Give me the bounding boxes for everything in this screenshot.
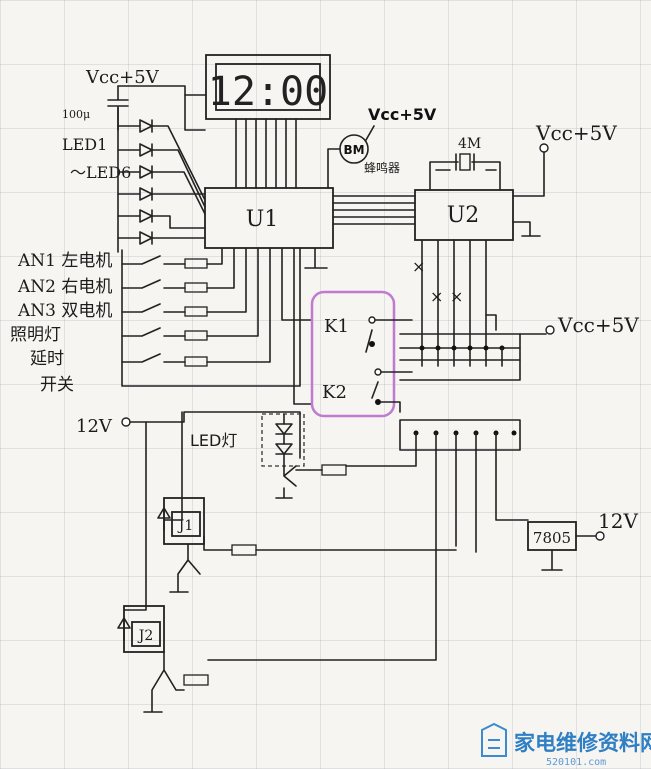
led-lamp-diodes: [275, 413, 293, 467]
relay-j1-coil: [171, 511, 201, 537]
output-connector: [399, 314, 521, 381]
relay-j1-diode: [157, 507, 171, 531]
12v-rail: [129, 411, 301, 459]
clock-display-text: 12:00: [208, 69, 328, 115]
u2-outputs: [421, 239, 487, 367]
watermark: 家电维修资料网 520101.com: [481, 722, 651, 768]
u2-vcc-wire: [512, 151, 545, 197]
buzzer-vcc-wire: [365, 125, 375, 141]
led-5: [117, 209, 206, 229]
relay-j2-coil: [131, 621, 161, 647]
capacitor-symbol: [107, 85, 129, 131]
left-12v-terminal: [121, 417, 131, 427]
switch-delay-label: 延时: [30, 349, 64, 369]
relay-j1-driver: [169, 535, 233, 593]
watermark-logo-icon: [481, 722, 507, 757]
led-lamp-frame: [261, 413, 305, 467]
right-12v-label: 12V: [598, 509, 638, 533]
lower-connector: [207, 419, 529, 661]
led-lamp-transistor: [275, 465, 297, 499]
12v-branch: [123, 411, 183, 611]
switch-an2: [121, 247, 235, 293]
led-lamp-resistor: [321, 464, 347, 476]
switch-an1: [121, 247, 223, 269]
cut-mark-1: ×: [412, 257, 425, 276]
led-6: [117, 231, 206, 245]
switch-light-label: 照明灯: [10, 325, 61, 345]
regulator-label: 7805: [533, 529, 571, 547]
led-4: [117, 187, 206, 201]
relay-j1-resistor: [231, 544, 257, 556]
relay-j2-driver: [143, 651, 185, 713]
switch-an2-label: AN2 右电机: [17, 277, 112, 297]
relay-j2-resistor: [183, 674, 209, 686]
buzzer-vcc-label: Vcc+5V: [368, 105, 437, 124]
switch-array: [121, 247, 271, 367]
capacitor-value: 100μ: [62, 108, 90, 121]
cut-mark-2: ×: [430, 287, 443, 306]
u2-chip: [414, 189, 514, 241]
right-vcc-label: Vcc+5V: [557, 313, 639, 337]
switch-an1-label: AN1 左电机: [17, 251, 112, 271]
relay-k1-label: K1: [324, 316, 349, 337]
crystal-label: 4M: [458, 136, 481, 152]
led-1: [117, 119, 206, 201]
switch-an3: [121, 247, 247, 317]
switch-an3-label: AN3 双电机: [17, 301, 112, 321]
cut-mark-3: ×: [450, 287, 463, 306]
relay-contacts: [365, 316, 413, 413]
left-12v-label: 12V: [76, 416, 113, 437]
led-lamp-label: LED灯: [190, 431, 237, 450]
right-12v-terminal: [595, 531, 605, 541]
u1-vcc-wire: [184, 94, 206, 131]
u1-ground: [304, 247, 328, 269]
u2-vcc-terminal: [539, 143, 549, 153]
u2-vcc-label: Vcc+5V: [535, 121, 617, 145]
u1-u2-bus: [332, 195, 416, 225]
u1-to-relay-wire: [281, 247, 313, 321]
relay-k2-label: K2: [322, 382, 347, 403]
vcc-rail: [117, 85, 207, 96]
crystal-symbol: [429, 153, 501, 191]
watermark-url: 520101.com: [546, 757, 606, 768]
relay-j2-diode: [117, 617, 131, 641]
vcc-top-left-label: Vcc+5V: [85, 67, 160, 88]
u1-label: U1: [246, 207, 279, 232]
led-3: [117, 165, 206, 215]
led-array: [117, 119, 206, 245]
switch-delay: [121, 247, 271, 367]
buzzer-bm-label: BM: [343, 143, 364, 157]
relay-j1-label: J1: [177, 518, 194, 534]
switch-label: 开关: [40, 375, 74, 395]
led-range-label-1: LED1: [62, 135, 107, 154]
led-2: [117, 143, 206, 208]
relay-highlight-box: [310, 290, 396, 418]
buzzer-wire: [327, 148, 341, 189]
right-vcc-terminal: [545, 325, 555, 335]
led-lamp-driver-wire: [345, 432, 417, 467]
u2-ground: [512, 221, 541, 237]
u2-label: U2: [447, 203, 480, 228]
led-range-label-2: ～LED6: [70, 163, 131, 182]
watermark-title: 家电维修资料网: [514, 731, 651, 755]
clock-display-frame: [205, 54, 331, 120]
relay-j2-label: J2: [137, 628, 154, 644]
display-pins: [235, 118, 297, 189]
regulator-ground: [541, 549, 563, 571]
u1-to-relay-wire-2: [293, 247, 313, 405]
buzzer-label: 蜂鸣器: [364, 160, 400, 175]
switch-light: [121, 247, 259, 341]
clock-display-window: [215, 63, 321, 111]
u1-chip: [204, 187, 334, 249]
switch-common-rail: [121, 247, 301, 387]
